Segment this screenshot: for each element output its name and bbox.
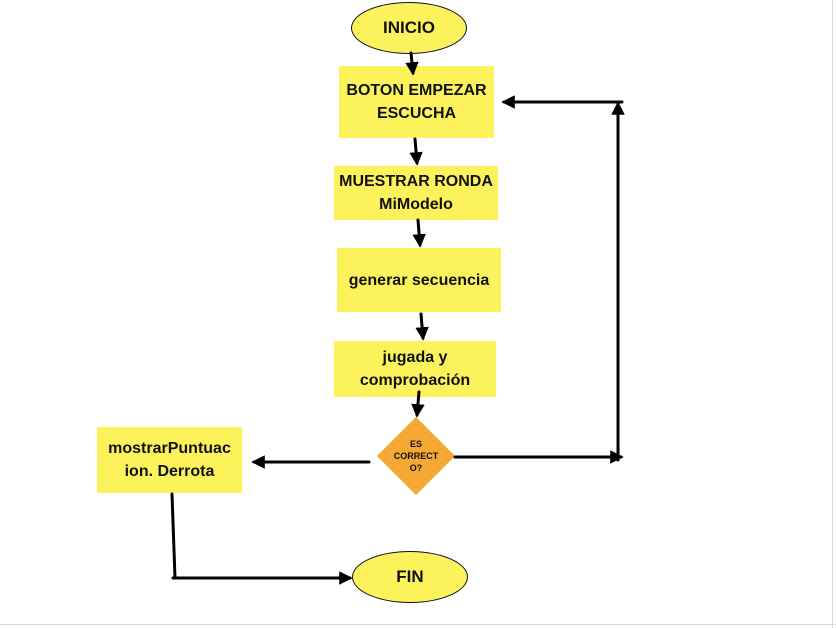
start-terminal: INICIO <box>351 2 467 54</box>
frame-bottom-border <box>0 624 836 625</box>
generate-sequence-label: generar secuencia <box>348 271 490 289</box>
play-and-check-label: jugada y comprobación <box>359 349 471 389</box>
generate-sequence-box-shape <box>337 248 501 312</box>
show-score-box-shape <box>97 427 242 493</box>
arrow-play-to-decision <box>411 390 425 418</box>
end-terminal-label: FIN <box>396 567 424 586</box>
play-and-check-box-shape <box>334 341 496 397</box>
frame-right-border <box>832 0 833 628</box>
show-score-label: mostrarPuntuac ion. Derrota <box>108 440 231 480</box>
arrow-round-to-sequence <box>412 218 426 248</box>
show-round-label: MUESTRAR RONDA MiModelo <box>339 173 493 213</box>
show-round-box: MUESTRAR RONDA MiModelo <box>334 166 498 220</box>
start-terminal-label: INICIO <box>383 18 435 37</box>
start-listening-box-shape <box>339 66 494 138</box>
arrow-sequence-to-play <box>415 312 429 341</box>
end-terminal: FIN <box>352 551 468 603</box>
play-and-check-box: jugada y comprobación <box>334 341 496 397</box>
start-listening-box: BOTON EMPEZAR ESCUCHA <box>339 66 494 138</box>
decision-diamond-shape <box>377 417 455 495</box>
show-round-box-shape <box>334 166 498 220</box>
decision-diamond: ES CORRECT O? <box>390 431 442 481</box>
decision-label: ES CORRECT O? <box>393 439 439 473</box>
show-score-box: mostrarPuntuac ion. Derrota <box>97 427 242 493</box>
arrow-listening-to-round <box>409 137 423 166</box>
start-listening-label: BOTON EMPEZAR ESCUCHA <box>346 82 487 122</box>
line-score-down <box>170 492 177 580</box>
generate-sequence-box: generar secuencia <box>337 248 501 312</box>
arrow-start-to-listening <box>405 51 419 76</box>
